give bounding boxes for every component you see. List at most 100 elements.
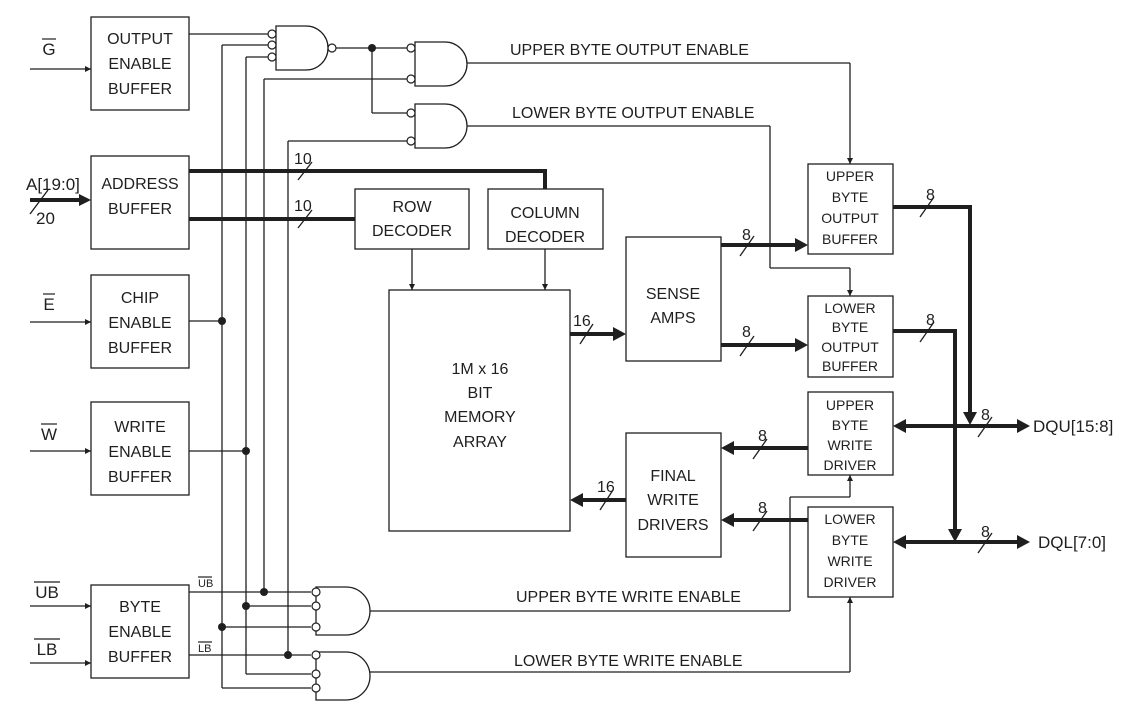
bus-sense-to-upper-out: 8 [721, 227, 808, 257]
svg-text:WRITE: WRITE [114, 419, 166, 436]
bus-upper-out: 8 [893, 187, 977, 425]
svg-text:16: 16 [573, 313, 591, 330]
svg-text:16: 16 [597, 479, 615, 496]
svg-text:WRITE: WRITE [827, 553, 872, 569]
svg-text:UB: UB [35, 583, 59, 602]
pin-ub: UB [30, 581, 91, 609]
control-wiring [189, 33, 410, 689]
pin-address: A[19:0] 20 [26, 175, 91, 228]
address-buses: 10 10 [189, 151, 547, 229]
svg-text:DECODER: DECODER [505, 229, 585, 246]
svg-text:WRITE: WRITE [647, 492, 699, 509]
svg-text:G: G [42, 40, 55, 59]
byte-enable-buffer: BYTE ENABLE BUFFER [90, 584, 190, 679]
lower-byte-write-driver: LOWER BYTE WRITE DRIVER [807, 506, 894, 598]
svg-text:20: 20 [36, 209, 55, 228]
bus-sense-to-lower-out: 8 [721, 324, 808, 357]
svg-text:FINAL: FINAL [650, 468, 695, 485]
svg-text:ROW: ROW [392, 199, 432, 216]
row-decoder: ROW DECODER [354, 188, 470, 290]
svg-text:10: 10 [294, 151, 312, 168]
svg-text:8: 8 [926, 312, 935, 329]
label-lower-byte-write-enable: LOWER BYTE WRITE ENABLE [514, 653, 742, 670]
svg-text:W: W [41, 425, 57, 444]
svg-text:BUFFER: BUFFER [108, 81, 172, 98]
upper-byte-output-buffer: UPPER BYTE OUTPUT BUFFER [807, 163, 894, 255]
lower-byte-write-enable-gate [311, 597, 853, 701]
svg-text:ADDRESS: ADDRESS [101, 176, 178, 193]
svg-text:BYTE: BYTE [832, 189, 869, 205]
svg-text:BUFFER: BUFFER [822, 231, 878, 247]
svg-text:8: 8 [981, 407, 990, 424]
svg-text:1M x 16: 1M x 16 [452, 361, 509, 378]
bus-lower-out: 8 [893, 312, 962, 542]
dqu-label: DQU[15:8] [1033, 417, 1113, 436]
sense-amps: SENSE AMPS [625, 236, 722, 362]
address-buffer: ADDRESS BUFFER [90, 155, 190, 250]
svg-text:OUTPUT: OUTPUT [821, 210, 879, 226]
output-enable-buffer: OUTPUT ENABLE BUFFER [90, 16, 190, 111]
svg-text:8: 8 [981, 524, 990, 541]
pin-w: W [30, 423, 91, 454]
svg-text:8: 8 [758, 500, 767, 517]
label-upper-byte-write-enable: UPPER BYTE WRITE ENABLE [516, 589, 741, 606]
svg-text:ENABLE: ENABLE [108, 56, 171, 73]
bus-array-to-sense: 16 [570, 313, 626, 345]
bus-dqu: 8 DQU[15:8] [893, 407, 1113, 438]
svg-text:ARRAY: ARRAY [453, 434, 507, 451]
bus-upper-write-in: 8 [721, 428, 808, 460]
svg-text:LOWER: LOWER [824, 300, 875, 316]
output-enable-gate [267, 25, 410, 114]
svg-text:SENSE: SENSE [646, 286, 700, 303]
svg-text:COLUMN: COLUMN [510, 205, 579, 222]
svg-text:8: 8 [742, 227, 751, 244]
lower-byte-output-enable-gate [406, 103, 853, 296]
chip-enable-buffer: CHIP ENABLE BUFFER [90, 274, 190, 369]
final-write-drivers: FINAL WRITE DRIVERS [625, 432, 722, 558]
svg-text:AMPS: AMPS [650, 310, 695, 327]
bus-lower-write-in: 8 [721, 500, 808, 532]
svg-text:ENABLE: ENABLE [108, 624, 171, 641]
svg-text:10: 10 [294, 198, 312, 215]
upper-byte-write-driver: UPPER BYTE WRITE DRIVER [807, 391, 894, 476]
label-lower-byte-output-enable: LOWER BYTE OUTPUT ENABLE [512, 105, 754, 122]
svg-text:BUFFER: BUFFER [822, 358, 878, 374]
svg-text:WRITE: WRITE [827, 437, 872, 453]
label-upper-byte-output-enable: UPPER BYTE OUTPUT ENABLE [510, 42, 749, 59]
svg-text:E: E [43, 295, 54, 314]
svg-text:ENABLE: ENABLE [108, 315, 171, 332]
ub-internal-label: UB [198, 578, 213, 590]
svg-text:BIT: BIT [468, 385, 493, 402]
svg-text:ENABLE: ENABLE [108, 444, 171, 461]
svg-text:CHIP: CHIP [121, 290, 159, 307]
svg-text:DRIVERS: DRIVERS [637, 517, 708, 534]
dql-label: DQL[7:0] [1038, 533, 1106, 552]
bus-final-to-array: 16 [570, 479, 626, 511]
svg-text:8: 8 [742, 324, 751, 341]
bus-dql: 8 DQL[7:0] [893, 524, 1106, 554]
pin-lb: LB [30, 638, 91, 666]
pin-g: G [30, 38, 91, 72]
lower-byte-output-buffer: LOWER BYTE OUTPUT BUFFER [807, 295, 894, 378]
svg-text:OUTPUT: OUTPUT [107, 31, 173, 48]
svg-text:A[19:0]: A[19:0] [26, 175, 80, 194]
svg-text:8: 8 [758, 428, 767, 445]
write-enable-buffer: WRITE ENABLE BUFFER [90, 401, 190, 496]
svg-text:BUFFER: BUFFER [108, 201, 172, 218]
svg-text:MEMORY: MEMORY [444, 409, 516, 426]
svg-text:BYTE: BYTE [832, 532, 869, 548]
svg-text:DECODER: DECODER [372, 223, 452, 240]
svg-text:UPPER: UPPER [826, 397, 874, 413]
svg-text:LB: LB [37, 640, 58, 659]
svg-text:DRIVER: DRIVER [824, 574, 877, 590]
pin-e: E [30, 293, 91, 325]
svg-text:BUFFER: BUFFER [108, 469, 172, 486]
svg-text:UPPER: UPPER [826, 168, 874, 184]
svg-text:BYTE: BYTE [832, 319, 869, 335]
lb-internal-label: LB [198, 643, 211, 655]
svg-text:BUFFER: BUFFER [108, 649, 172, 666]
svg-text:BYTE: BYTE [832, 417, 869, 433]
svg-text:OUTPUT: OUTPUT [821, 339, 879, 355]
svg-text:DRIVER: DRIVER [824, 457, 877, 473]
